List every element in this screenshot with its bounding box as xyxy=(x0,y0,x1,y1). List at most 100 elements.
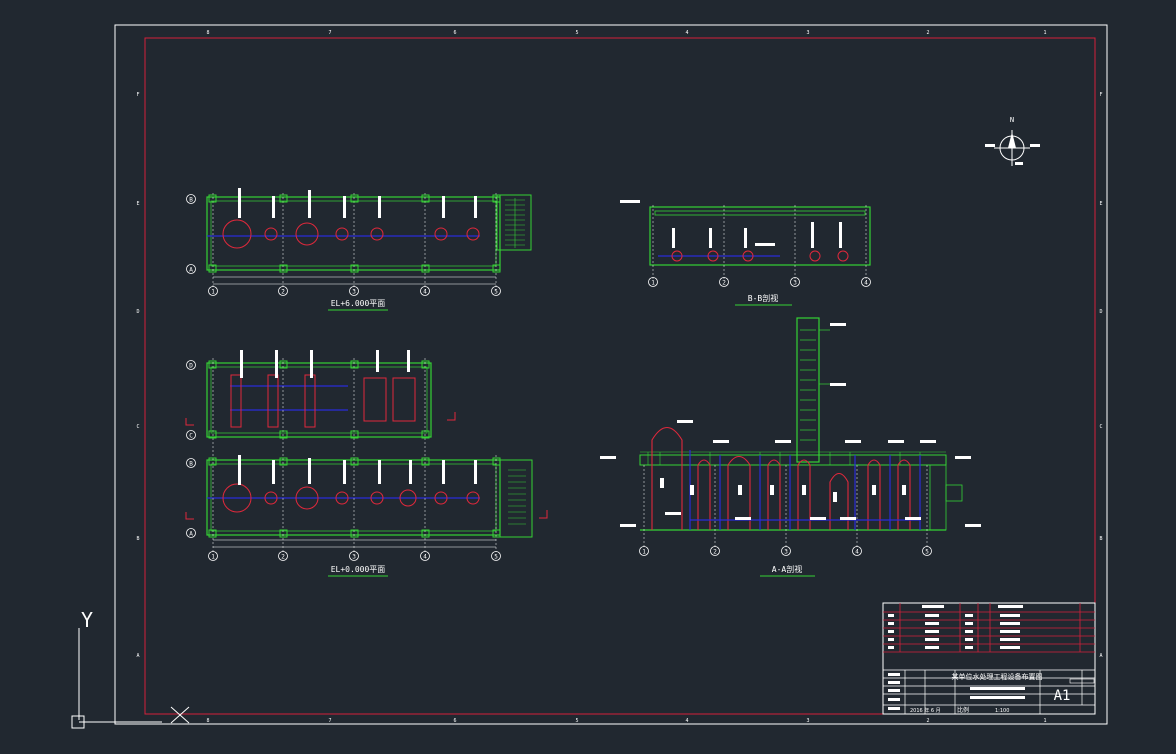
ucs-y-label: Y xyxy=(81,608,93,632)
section-aa-handrail xyxy=(640,451,946,465)
zone-number-bottom: 5 xyxy=(575,718,578,724)
plan-el6-axis-x-circle xyxy=(278,286,288,296)
section-aa-axis: 4 xyxy=(855,549,859,556)
plan-el0-axis-y-circle xyxy=(186,458,196,468)
title-block-frame xyxy=(882,602,1096,715)
title-block-project-name: 某单位水处理工程设备布置图 xyxy=(952,672,1043,681)
section-bb-axis: 4 xyxy=(864,280,868,287)
plan-el0-axis-lines xyxy=(212,358,497,552)
plan-el0-lower-equipment xyxy=(222,483,480,513)
compass-south-label xyxy=(1015,162,1023,165)
zone-number-top: 8 xyxy=(206,30,209,36)
zone-number-top: 6 xyxy=(453,30,456,36)
section-aa-axis: 2 xyxy=(713,549,717,556)
section-aa-axis-circle xyxy=(922,546,932,556)
plan-el6-axis-x: 4 xyxy=(423,289,427,296)
section-aa-axis: 1 xyxy=(642,549,646,556)
section-aa-title: A-A剖视 xyxy=(772,564,802,574)
plan-el0-upper-inner xyxy=(210,366,428,434)
zone-number-top: 1 xyxy=(1043,30,1046,36)
zone-letter-right: B xyxy=(1099,536,1102,542)
section-aa-axis-circle xyxy=(781,546,791,556)
section-bb-axis-circle xyxy=(790,277,800,287)
zone-letter-right: A xyxy=(1099,653,1102,659)
zone-number-bottom: 6 xyxy=(453,718,456,724)
plan-el6-axis-bubbles-y: BA xyxy=(186,194,196,274)
plan-el6-axis-x-circle xyxy=(208,286,218,296)
title-block-grid xyxy=(883,669,1095,714)
plan-el0-axis-x: 4 xyxy=(423,554,427,561)
title-block-scale-value: 1:100 xyxy=(995,708,1009,714)
section-bb-axis: 2 xyxy=(722,280,726,287)
revision-table-grid xyxy=(883,603,1095,653)
zone-letter-left: C xyxy=(136,424,139,430)
section-aa-tanks xyxy=(651,426,911,530)
compass-arrow-icon xyxy=(1008,132,1016,148)
plan-el0-axis-y-circle xyxy=(186,430,196,440)
ucs-origin-box xyxy=(71,715,85,729)
zone-number-bottom: 4 xyxy=(685,718,688,724)
plan-el0-columns xyxy=(208,360,501,538)
section-bb-equipment xyxy=(671,250,849,262)
plan-el0-upper-equipment xyxy=(230,374,416,428)
plan-el6-columns xyxy=(208,194,501,273)
plan-el0-axis-x: 2 xyxy=(281,554,285,561)
section-aa-view[interactable]: 1 2 3 4 5 A-A剖视 xyxy=(600,317,981,577)
ucs-icon: Y xyxy=(71,608,190,729)
title-block-date: 2016 年 6 月 xyxy=(910,707,941,714)
plan-el0-axis-y-circle xyxy=(186,360,196,370)
plan-el0-section-marks xyxy=(185,412,548,520)
section-aa-axis-lines xyxy=(643,465,928,548)
zone-number-top: 7 xyxy=(328,30,331,36)
section-aa-axis: 3 xyxy=(784,549,788,556)
section-aa-tower-stair xyxy=(800,329,830,441)
plan-el0-axis-x: 5 xyxy=(494,554,498,561)
zone-number-top: 4 xyxy=(685,30,688,36)
plan-el6-outline xyxy=(206,196,501,271)
zone-number-bottom: 2 xyxy=(926,718,929,724)
plan-el0-axis-y-circle xyxy=(186,528,196,538)
zone-letter-left: A xyxy=(136,653,139,659)
zone-letter-left: B xyxy=(136,536,139,542)
section-bb-axis-circle xyxy=(648,277,658,287)
section-aa-axis: 5 xyxy=(925,549,929,556)
zone-letter-left: E xyxy=(136,201,139,207)
zone-letter-right: E xyxy=(1099,201,1102,207)
plan-el6-axis-y: A xyxy=(189,267,193,274)
section-aa-axis-circle xyxy=(852,546,862,556)
plan-el6-axis-x: 3 xyxy=(352,289,356,296)
plan-el0-axis-y: A xyxy=(189,531,193,538)
section-bb-axis-circle xyxy=(861,277,871,287)
plan-el0-axis-x-circle xyxy=(208,551,218,561)
zone-number-bottom: 3 xyxy=(806,718,809,724)
plan-el6-tags xyxy=(238,188,477,218)
compass-north-label: N xyxy=(1010,116,1014,124)
plan-el0-stair xyxy=(499,459,533,538)
plan-el6-axis-y: B xyxy=(189,197,193,204)
compass-west-label xyxy=(985,144,995,147)
plan-el6-axis-y-circle xyxy=(186,264,196,274)
plan-el0-axis-x-circle xyxy=(420,551,430,561)
zone-letter-left: D xyxy=(136,309,139,315)
drawing-frame xyxy=(144,37,1096,715)
section-aa-elevation-labels xyxy=(600,323,981,527)
section-bb-axis: 1 xyxy=(651,280,655,287)
section-aa-axis-bubbles: 1 2 3 4 5 xyxy=(639,546,932,556)
plan-el0-tags xyxy=(238,350,477,485)
plan-el6-stair-treads xyxy=(505,198,525,248)
title-block[interactable]: 某单位水处理工程设备布置图 A1 2016 年 6 月 比例 1:100 xyxy=(882,602,1096,715)
section-aa-equipment-tags xyxy=(660,478,906,502)
section-bb-tags xyxy=(620,200,842,248)
title-block-subtitle-2 xyxy=(970,696,1025,699)
north-compass: N xyxy=(985,116,1040,166)
plan-el0-axis-y: C xyxy=(189,433,193,440)
plan-el0-axis-x: 1 xyxy=(211,554,215,561)
